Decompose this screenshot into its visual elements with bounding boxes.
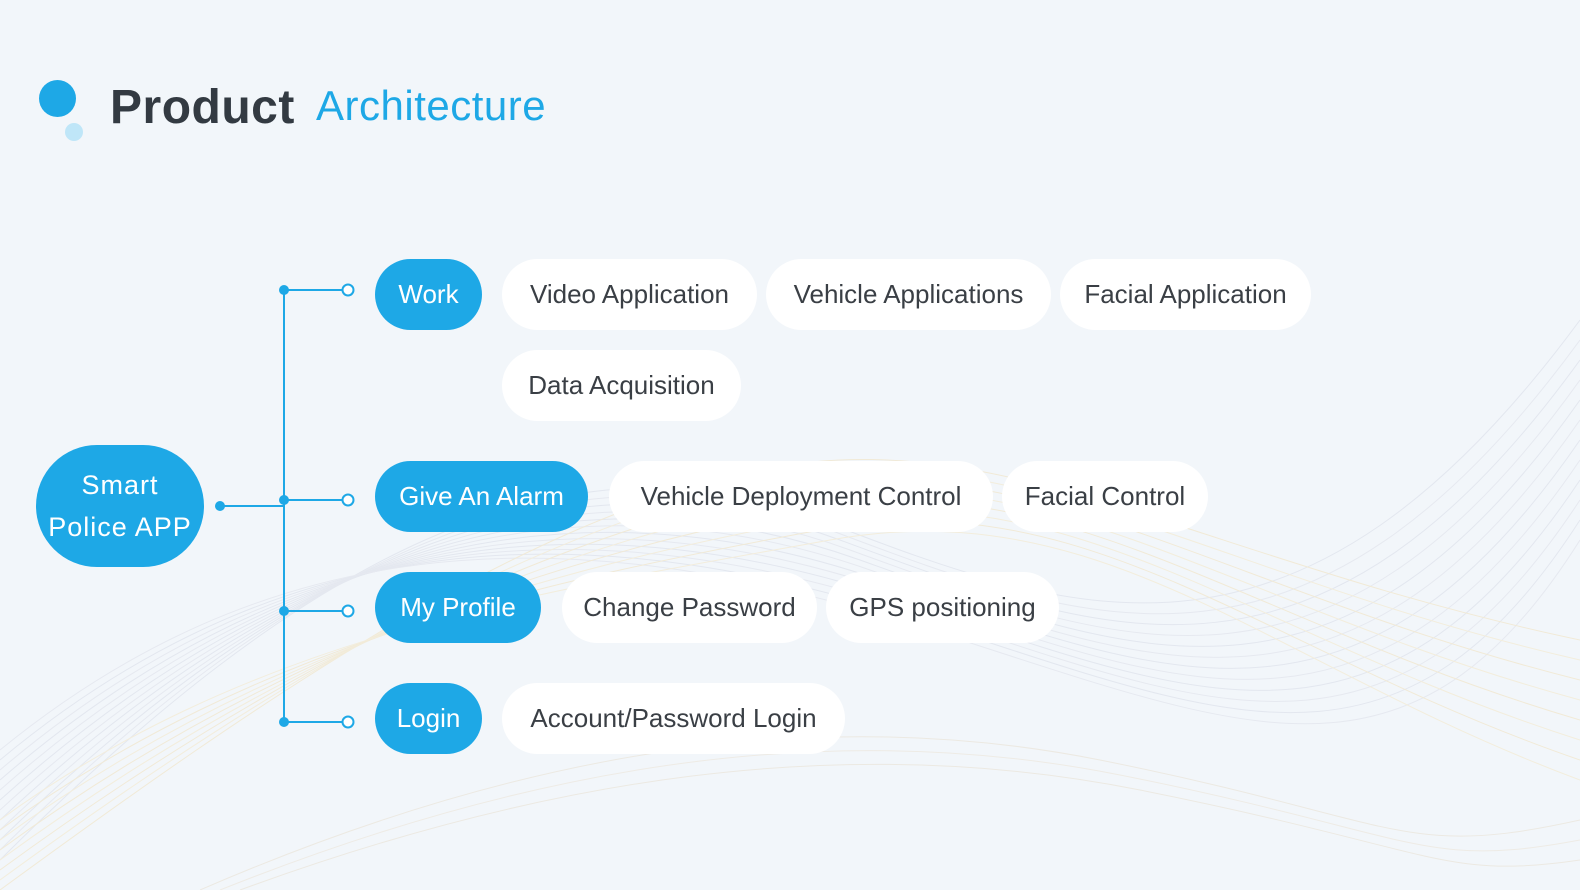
feature-vehicle-applications: Vehicle Applications bbox=[766, 259, 1051, 330]
branch-end-ring-give-an-alarm bbox=[341, 493, 355, 507]
decorative-dot-small bbox=[65, 123, 83, 141]
root-node-smart-police-app: Smart Police APP bbox=[36, 445, 204, 567]
feature-gps-positioning: GPS positioning bbox=[826, 572, 1059, 643]
feature-change-password: Change Password bbox=[562, 572, 817, 643]
trunk-dot-my-profile bbox=[279, 606, 289, 616]
feature-vehicle-deployment-control: Vehicle Deployment Control bbox=[609, 461, 993, 532]
root-node-dot bbox=[215, 501, 225, 511]
branch-end-ring-login bbox=[341, 715, 355, 729]
branch-end-ring-my-profile bbox=[341, 604, 355, 618]
category-give-an-alarm: Give An Alarm bbox=[375, 461, 588, 532]
branch-end-ring-work bbox=[341, 283, 355, 297]
feature-data-acquisition: Data Acquisition bbox=[502, 350, 741, 421]
root-node-label-line2: Police APP bbox=[48, 512, 192, 542]
decorative-dot-large bbox=[39, 80, 76, 117]
feature-facial-control: Facial Control bbox=[1002, 461, 1208, 532]
feature-facial-application: Facial Application bbox=[1060, 259, 1311, 330]
feature-account-password-login: Account/Password Login bbox=[502, 683, 845, 754]
page-title-accent: Architecture bbox=[316, 82, 547, 129]
page-title: Product bbox=[110, 81, 295, 134]
category-login: Login bbox=[375, 683, 482, 754]
root-node-label-line1: Smart bbox=[81, 470, 159, 500]
trunk-dot-login bbox=[279, 717, 289, 727]
trunk-dot-give-an-alarm bbox=[279, 495, 289, 505]
page-header: Product Architecture bbox=[0, 0, 700, 160]
feature-video-application: Video Application bbox=[502, 259, 757, 330]
category-my-profile: My Profile bbox=[375, 572, 541, 643]
trunk-dot-work bbox=[279, 285, 289, 295]
category-work: Work bbox=[375, 259, 482, 330]
